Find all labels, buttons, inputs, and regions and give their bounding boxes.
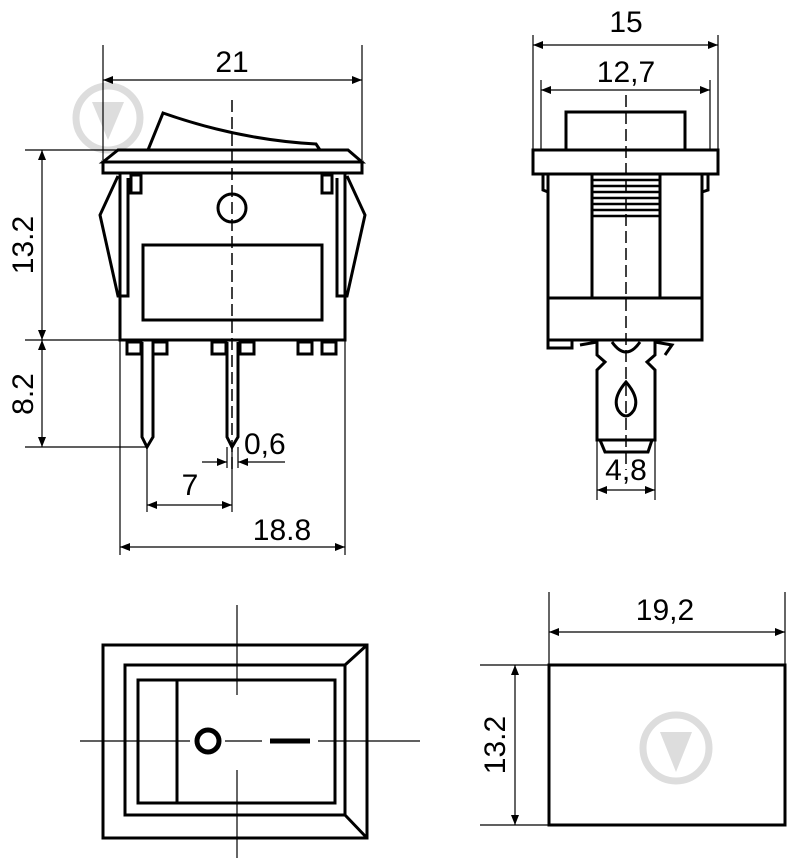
dim-inner-width: 12,7 bbox=[597, 56, 655, 89]
dim-cutout-height: 13.2 bbox=[479, 716, 512, 774]
off-symbol-icon bbox=[194, 727, 222, 755]
watermark-logo-icon bbox=[72, 82, 144, 154]
dim-pin-width: 0,6 bbox=[244, 428, 286, 461]
dim-pin-pitch: 7 bbox=[182, 469, 199, 502]
top-view bbox=[80, 605, 420, 858]
cutout-view bbox=[480, 592, 787, 827]
dim-height-13-2: 13.2 bbox=[7, 216, 40, 274]
watermark-logo-icon bbox=[639, 711, 713, 785]
side-view bbox=[531, 95, 720, 470]
dim-pin-length: 8.2 bbox=[7, 373, 40, 415]
dim-terminal-width: 4,8 bbox=[605, 454, 647, 487]
side-dimensions bbox=[532, 35, 719, 500]
front-view bbox=[98, 100, 367, 470]
front-dimensions bbox=[25, 45, 363, 555]
dim-body-width: 18.8 bbox=[253, 514, 311, 547]
dim-cutout-width: 19,2 bbox=[636, 594, 694, 627]
dim-side-width: 15 bbox=[609, 6, 642, 39]
dim-width-21: 21 bbox=[215, 46, 248, 79]
